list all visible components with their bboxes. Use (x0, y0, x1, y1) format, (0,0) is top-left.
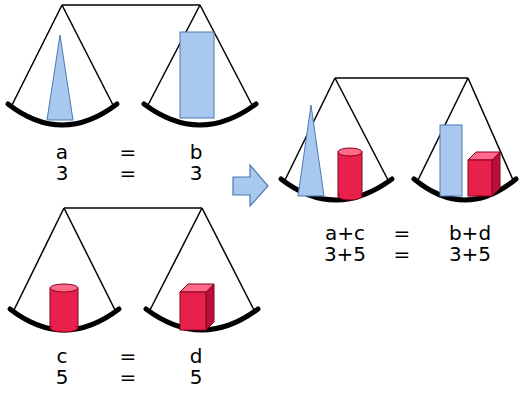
right-arrow (233, 165, 268, 206)
scale-pans (8, 104, 516, 330)
equation-label: = (120, 163, 137, 183)
equation-label: c (57, 346, 68, 366)
equation-label: = (394, 223, 411, 243)
equation-label: a+c (325, 223, 365, 243)
equation-label: a (56, 142, 68, 162)
equation-label: = (120, 142, 137, 162)
equation-label: d (190, 346, 203, 366)
equation-label: 3+5 (324, 244, 366, 264)
equation-label: b+d (449, 223, 491, 243)
equation-label: 5 (190, 367, 203, 387)
scale-frames (12, 5, 513, 310)
equation-label: = (120, 346, 137, 366)
equation-label: = (120, 367, 137, 387)
red-weights (50, 148, 500, 332)
equation-label: 5 (56, 367, 69, 387)
equation-label: 3 (56, 163, 69, 183)
equation-label: 3+5 (449, 244, 491, 264)
equation-label: = (394, 244, 411, 264)
equation-label: b (190, 142, 203, 162)
equation-label: 3 (190, 163, 203, 183)
